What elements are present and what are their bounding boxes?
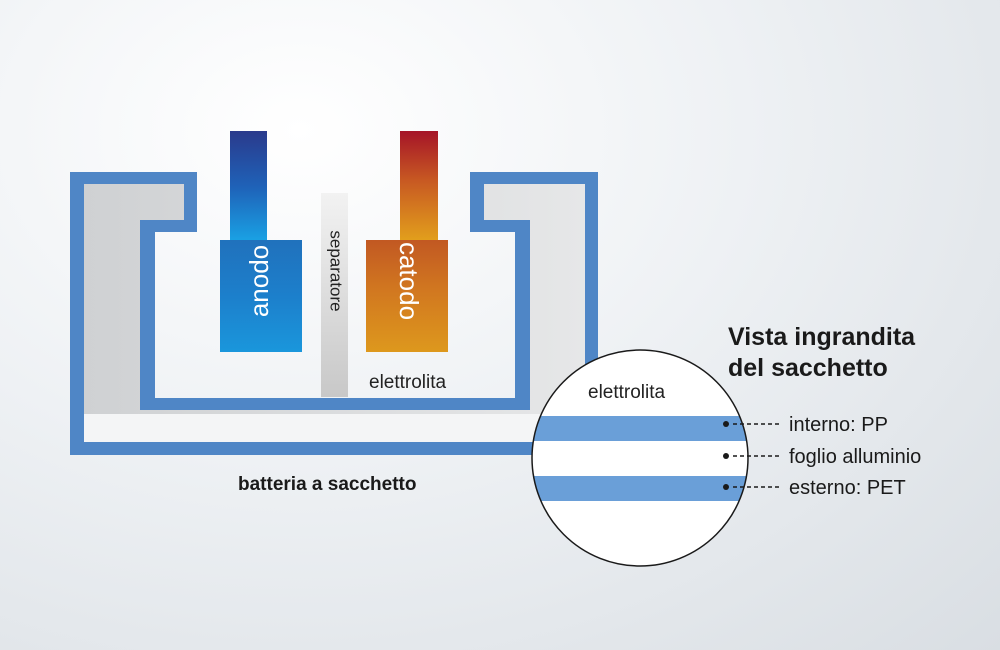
callout-dot [723,484,729,490]
anode-label: anodo [244,245,274,317]
electrolyte-inner-label: elettrolita [369,372,447,393]
pouch-bottom-strip [84,414,585,442]
layer-label-aluminium: foglio alluminio [789,446,921,468]
layer-callout-aluminium: foglio alluminio [723,446,921,468]
zoom-title-line2: del sacchetto [728,354,888,382]
layer-callout-pet: esterno: PET [723,477,906,499]
callout-dot [723,453,729,459]
layer-outer-pet [532,476,748,501]
layer-aluminium [532,441,748,476]
layer-inner-pp [532,416,748,441]
layer-callout-pp: interno: PP [723,414,888,436]
battery-label: batteria a sacchetto [238,474,416,495]
cathode-label: catodo [394,242,424,320]
anode-tab [230,131,267,243]
cathode-tab [400,131,438,243]
zoom-title-line1: Vista ingrandita [728,323,916,351]
separator-label: separatore [327,230,346,311]
callout-dot [723,421,729,427]
zoom-view [531,349,749,567]
layer-label-pet: esterno: PET [789,477,906,499]
separator [321,193,348,397]
layer-label-pp: interno: PP [789,414,888,436]
electrolyte-zoom-label: elettrolita [588,382,666,403]
zoom-circle-outline [531,349,749,567]
